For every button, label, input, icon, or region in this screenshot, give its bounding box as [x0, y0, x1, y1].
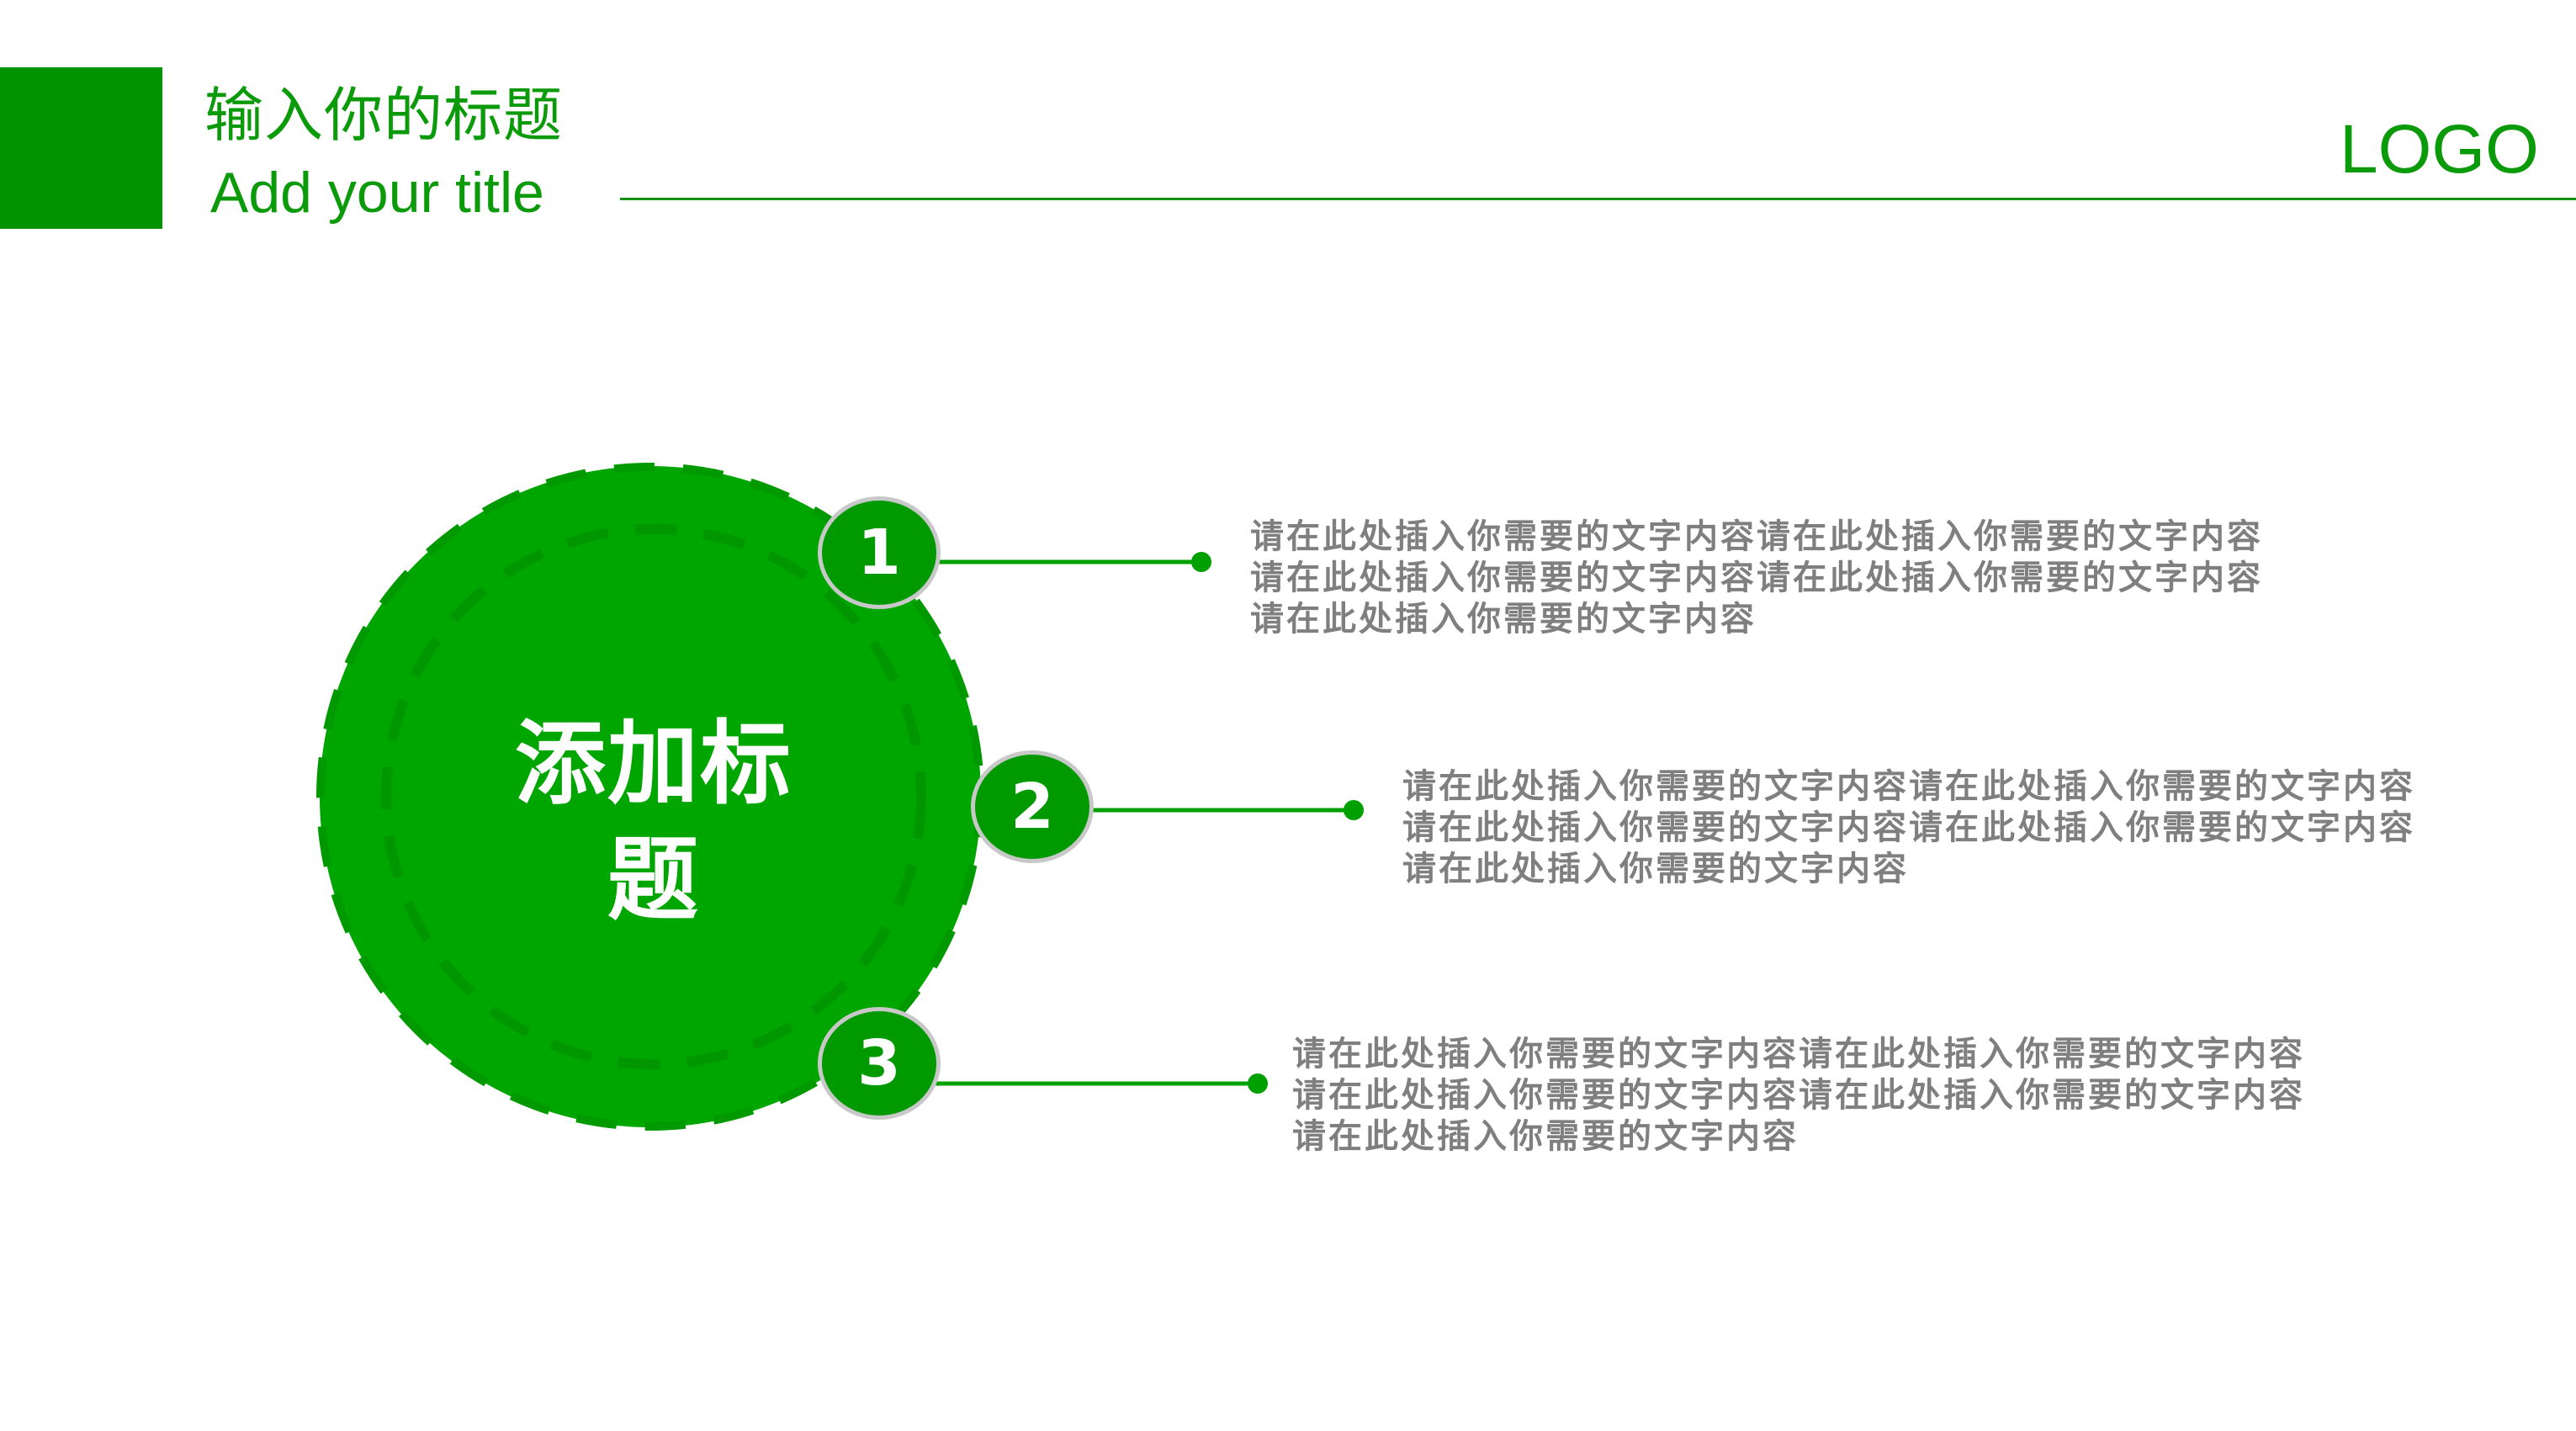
main-circle: [316, 463, 984, 1131]
step-description-1: 请在此处插入你需要的文字内容请在此处插入你需要的文字内容 请在此处插入你需要的文…: [1250, 517, 2263, 640]
description-line: 请在此处插入你需要的文字内容请在此处插入你需要的文字内容: [1292, 1076, 2305, 1115]
step-badge-2: 2: [971, 750, 1094, 863]
description-line: 请在此处插入你需要的文字内容请在此处插入你需要的文字内容: [1292, 1035, 2305, 1073]
connector-dot-3: [1248, 1073, 1268, 1094]
step-badge-1: 1: [818, 496, 941, 609]
description-line: 请在此处插入你需要的文字内容请在此处插入你需要的文字内容: [1250, 559, 2263, 597]
step-number-2: 2: [1010, 771, 1054, 843]
logo: LOGO: [2340, 111, 2539, 188]
center-title: 添加标 题: [481, 707, 826, 939]
step-badge-3: 3: [818, 1007, 941, 1120]
connector-1: [934, 552, 1211, 572]
connector-dot-1: [1191, 552, 1211, 572]
description-line: 请在此处插入你需要的文字内容请在此处插入你需要的文字内容: [1250, 517, 2263, 556]
step-description-2: 请在此处插入你需要的文字内容请在此处插入你需要的文字内容 请在此处插入你需要的文…: [1402, 766, 2415, 890]
connector-2: [1089, 800, 1364, 820]
header-divider: [620, 198, 2576, 200]
step-number-1: 1: [857, 517, 901, 589]
page-title-chinese: 输入你的标题: [204, 81, 563, 150]
description-line: 请在此处插入你需要的文字内容: [1292, 1117, 1799, 1156]
connector-dot-2: [1344, 800, 1364, 820]
description-line: 请在此处插入你需要的文字内容: [1250, 600, 1757, 639]
description-line: 请在此处插入你需要的文字内容请在此处插入你需要的文字内容: [1402, 808, 2415, 847]
step-number-3: 3: [857, 1027, 901, 1100]
center-title-line-2: 题: [607, 828, 700, 933]
connector-3: [934, 1073, 1268, 1094]
page-title-english: Add your title: [210, 161, 544, 225]
description-line: 请在此处插入你需要的文字内容: [1402, 850, 1909, 888]
description-line: 请在此处插入你需要的文字内容请在此处插入你需要的文字内容: [1402, 767, 2415, 806]
header-accent-block: [0, 67, 162, 229]
step-description-3: 请在此处插入你需要的文字内容请在此处插入你需要的文字内容 请在此处插入你需要的文…: [1292, 1034, 2305, 1158]
center-title-line-1: 添加标: [514, 712, 792, 817]
